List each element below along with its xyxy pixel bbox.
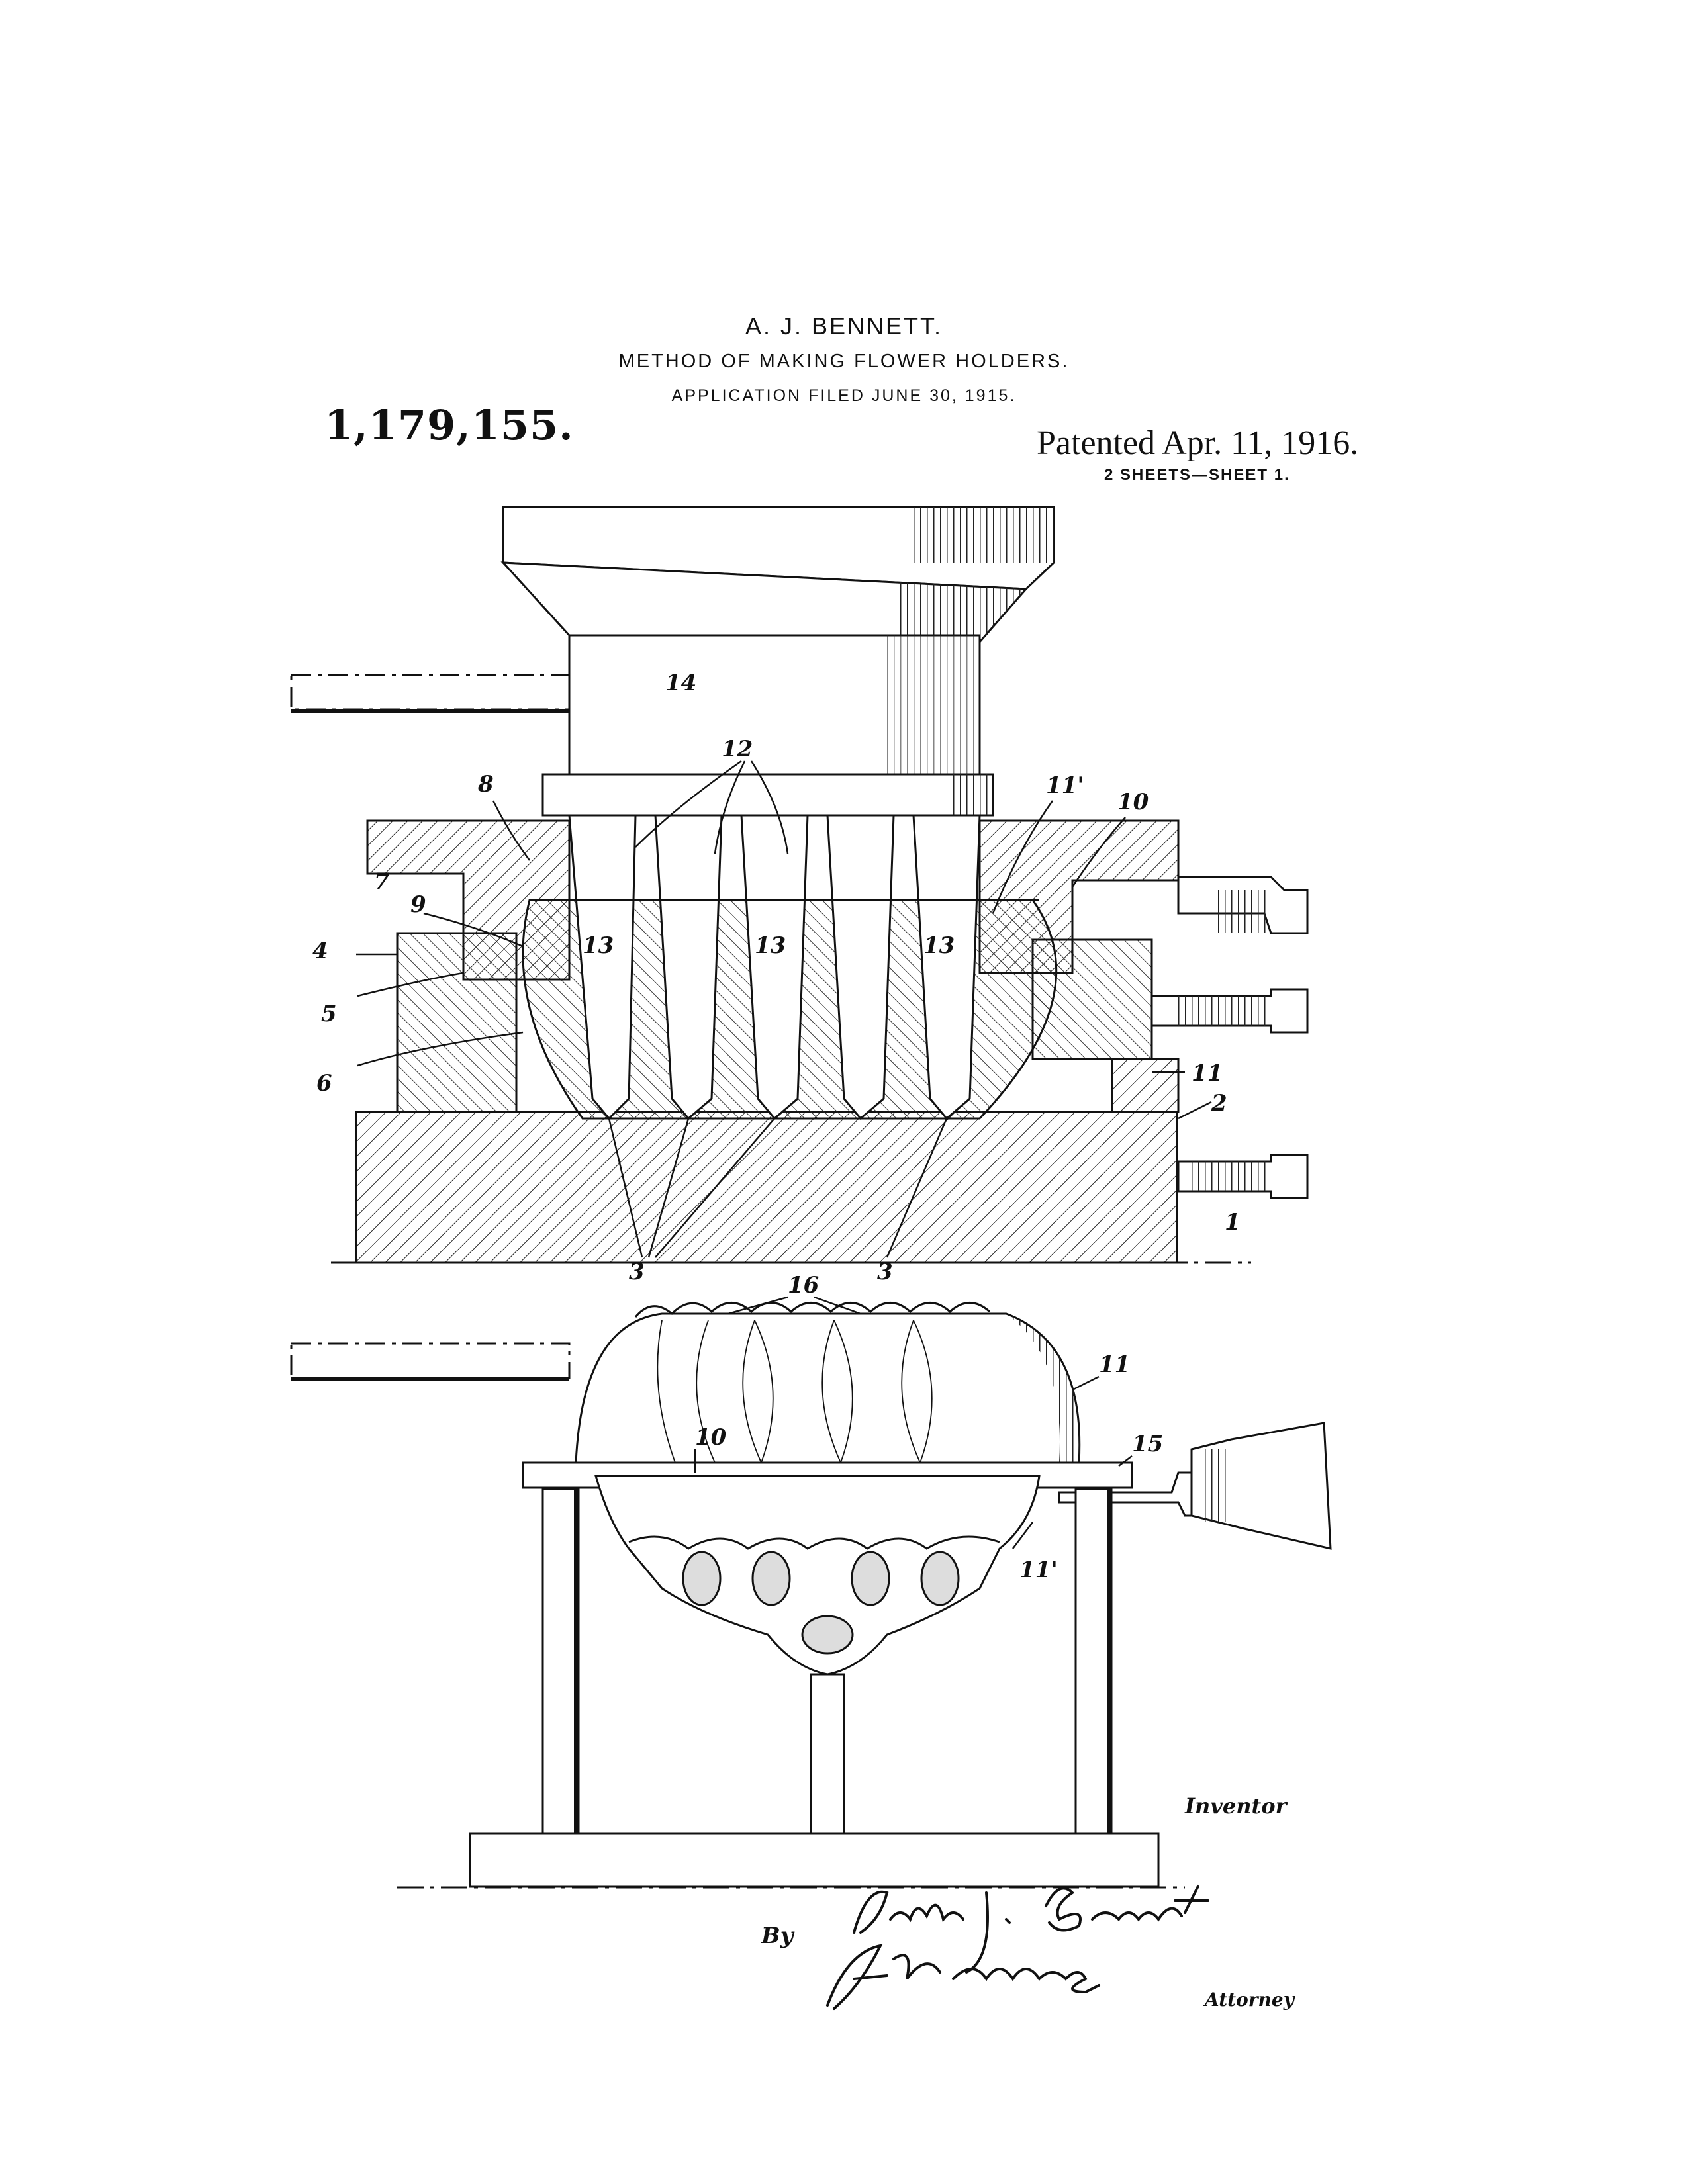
attorney-signature [827,1946,1099,2009]
